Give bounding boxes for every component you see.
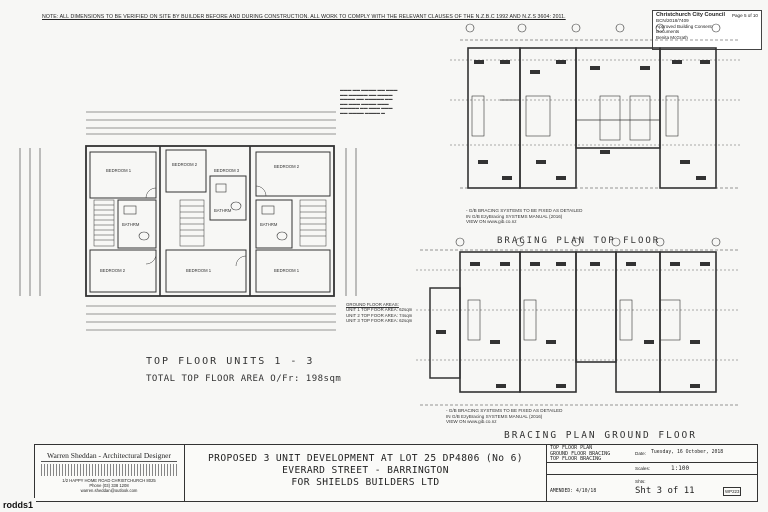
designer-contact: 1/2 HAPPY HOME ROAD CHRISTCHURCH 8025 Ph… [62, 478, 156, 493]
consent-line1: Approved Building Consent [656, 23, 712, 29]
drawing-scale: 1:100 [671, 465, 690, 472]
project-title: PROPOSED 3 UNIT DEVELOPMENT AT LOT 25 DP… [185, 445, 547, 501]
designer-name: Warren Sheddan - Architectural Designer [41, 451, 177, 462]
sheet-number: Sht 3 of 11 [635, 486, 695, 496]
svg-text:BATHRM: BATHRM [214, 208, 232, 213]
amended-date: AMENDED: 4/10/18 [550, 489, 597, 494]
bracing-ground-caption: BRACING PLAN GROUND FLOOR [504, 430, 697, 441]
gib-note-top: - G/B BRACING SYSTEMS TO BE FIXED AS DET… [466, 208, 583, 225]
svg-text:BEDROOM 2: BEDROOM 2 [172, 162, 198, 167]
top-floor-area: TOTAL TOP FLOOR AREA O/Fr: 198sqm [146, 374, 342, 384]
consent-signed: Benita McGrath [656, 34, 688, 40]
drawing-info: TOP FLOOR PLAN GROUND FLOOR BRACING TOP … [547, 445, 757, 501]
drawing-date: Tuesday, 16 October, 2018 [651, 450, 724, 455]
svg-text:BEDROOM 3: BEDROOM 3 [214, 168, 240, 173]
svg-text:BATHRM: BATHRM [122, 222, 140, 227]
top-floor-caption: TOP FLOOR UNITS 1 - 3 [146, 356, 315, 367]
label-bedroom1-u1: BEDROOM 1 [106, 168, 132, 173]
construction-notes: ▬▬▬ ▬▬ ▬▬▬▬ ▬▬ ▬▬▬▬▬ ▬▬▬▬▬ ▬▬ ▬▬▬▬▬▬▬▬ ▬… [340, 88, 398, 115]
council-page: Page 5 of 10 [731, 13, 758, 18]
designer-block: Warren Sheddan - Architectural Designer … [35, 445, 185, 501]
council-stamp: Christchurch City Council Page 5 of 10 B… [652, 10, 762, 50]
svg-text:BATHRM: BATHRM [260, 222, 278, 227]
uploader-tag: rodds1 [0, 498, 37, 512]
area-legend: GROUND FLOOR AREAS: UNIT 1 TOP FOOR AREA… [346, 302, 413, 324]
bracing-plan-ground [416, 249, 740, 406]
svg-text:BEDROOM 2: BEDROOM 2 [274, 164, 300, 169]
svg-text:BEDROOM 1: BEDROOM 1 [274, 268, 300, 273]
gib-note-ground: - G/B BRACING SYSTEMS TO BE FIXED AS DET… [446, 408, 563, 425]
council-name: Christchurch City Council [656, 12, 725, 18]
title-block: Warren Sheddan - Architectural Designer … [34, 444, 758, 502]
svg-text:BEDROOM 1: BEDROOM 1 [186, 268, 212, 273]
consent-number: BCN/2018/7409 [656, 18, 689, 24]
bracing-plan-top [450, 39, 740, 189]
job-number: WP223 [723, 487, 742, 496]
top-floor-plan [19, 111, 357, 331]
drawing-title: TOP FLOOR PLAN GROUND FLOOR BRACING TOP … [550, 445, 611, 463]
general-note: NOTE: ALL DIMENSIONS TO BE VERIFIED ON S… [42, 14, 566, 20]
label-bedroom2-u1: BEDROOM 2 [100, 268, 126, 273]
consent-line2: Documents [656, 29, 680, 35]
designer-logo [41, 464, 177, 476]
bracing-top-caption: BRACING PLAN TOP FLOOR [497, 236, 661, 246]
